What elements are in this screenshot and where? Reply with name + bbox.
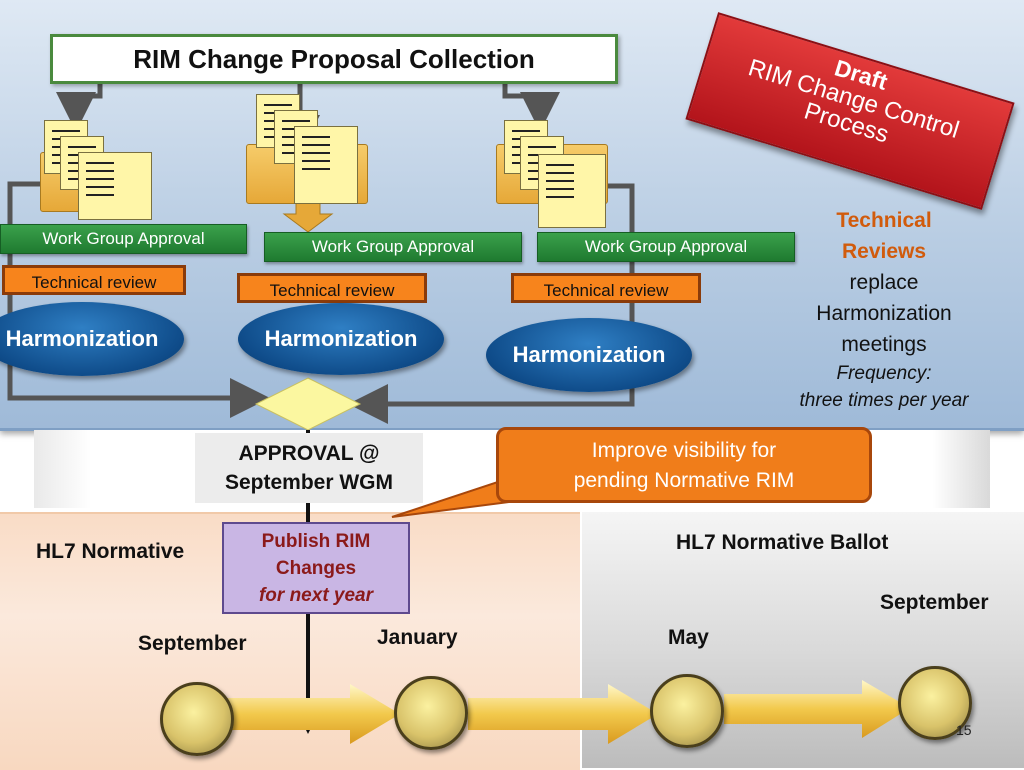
timeline-node	[898, 666, 972, 740]
technical-review-2: Technical review	[237, 273, 427, 303]
work-group-approval-3: Work Group Approval	[537, 232, 795, 262]
timeline-label-september-2: September	[880, 591, 989, 614]
callout-line-1: Improve visibility for	[591, 439, 777, 462]
document-icon	[78, 152, 152, 220]
publish-line-1: Publish RIM	[261, 531, 371, 552]
document-icon	[294, 126, 358, 204]
page-number: 15	[956, 722, 972, 738]
harmonization-2: Harmonization	[238, 303, 444, 375]
publish-line-3: for next year	[258, 585, 374, 606]
timeline-label-september-1: September	[138, 632, 247, 655]
work-group-approval-2: Work Group Approval	[264, 232, 522, 262]
side-note-line-7: three times per year	[799, 390, 969, 411]
side-note-line-6: Frequency:	[836, 363, 932, 384]
publish-rim-box: Publish RIM Changes for next year	[222, 522, 410, 614]
timeline-node	[394, 676, 468, 750]
visibility-callout: Improve visibility for pending Normative…	[496, 427, 872, 503]
timeline-label-january: January	[377, 626, 458, 649]
work-group-approval-1: Work Group Approval	[0, 224, 247, 254]
approval-box: APPROVAL @ September WGM	[195, 433, 423, 503]
side-note-line-5: meetings	[841, 333, 927, 356]
hl7-normative-ballot-label: HL7 Normative Ballot	[676, 531, 889, 554]
side-note-line-4: Harmonization	[816, 302, 952, 325]
harmonization-1: Harmonization	[0, 302, 184, 376]
side-note-line-3: replace	[849, 271, 919, 294]
harmonization-3: Harmonization	[486, 318, 692, 392]
hl7-normative-label: HL7 Normative	[36, 540, 185, 563]
page-title: RIM Change Proposal Collection	[50, 34, 618, 84]
publish-line-2: Changes	[275, 558, 357, 579]
approval-line-2: September WGM	[224, 471, 394, 494]
approval-line-1: APPROVAL @	[238, 442, 380, 465]
side-note: Technical Reviews replace Harmonization …	[760, 205, 1008, 414]
side-note-line-1: Technical	[836, 209, 932, 232]
technical-review-1: Technical review	[2, 265, 186, 295]
technical-review-3: Technical review	[511, 273, 701, 303]
side-note-line-2: Reviews	[841, 240, 927, 263]
callout-line-2: pending Normative RIM	[573, 469, 795, 492]
timeline-node	[160, 682, 234, 756]
timeline-label-may: May	[668, 626, 709, 649]
timeline-node	[650, 674, 724, 748]
document-icon	[538, 154, 606, 228]
